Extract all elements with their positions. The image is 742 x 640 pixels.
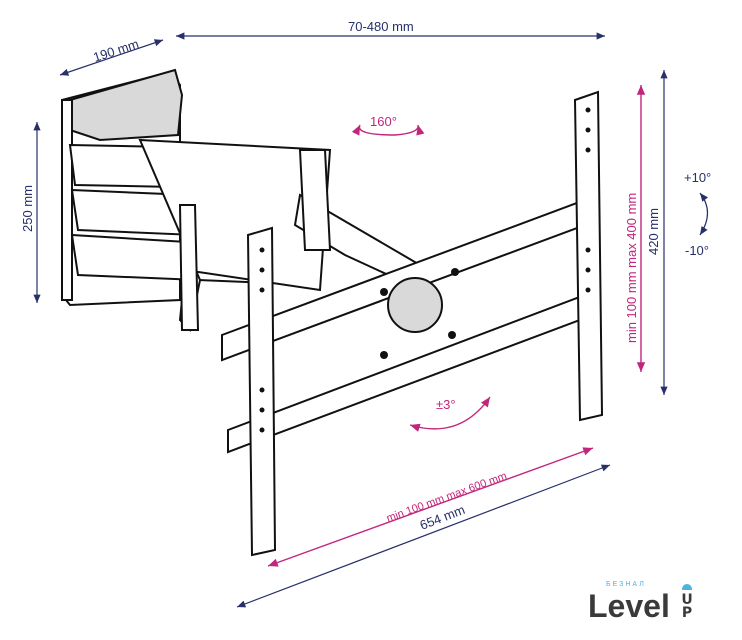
wall-height-label: 250 mm: [20, 185, 35, 232]
levelup-logo: БЕЗНАЛ Level UP: [588, 580, 708, 630]
swivel-arrow-icon: [351, 124, 425, 136]
plate-height-label: 420 mm: [646, 208, 661, 255]
tilt-arrow-icon: [699, 192, 709, 236]
plate-width-line: [236, 464, 611, 608]
logo-side-text: UP: [681, 592, 693, 621]
logo-main-text: Level: [588, 588, 670, 624]
vesa-vertical-label: min 100 mm max 400 mm: [624, 193, 639, 343]
depth-dimension-line: [59, 39, 164, 76]
swivel-label: 160°: [370, 114, 397, 129]
rotation-arrow-icon: [409, 396, 491, 432]
tilt-up-label: +10°: [684, 170, 711, 185]
depth-label: 190 mm: [91, 36, 140, 65]
tilt-down-label: -10°: [685, 243, 709, 258]
logo-top-text: БЕЗНАЛ: [606, 581, 646, 588]
logo-accent-icon: [682, 584, 692, 590]
rotation-label: ±3°: [436, 397, 456, 412]
extension-label: 70-480 mm: [348, 19, 414, 34]
